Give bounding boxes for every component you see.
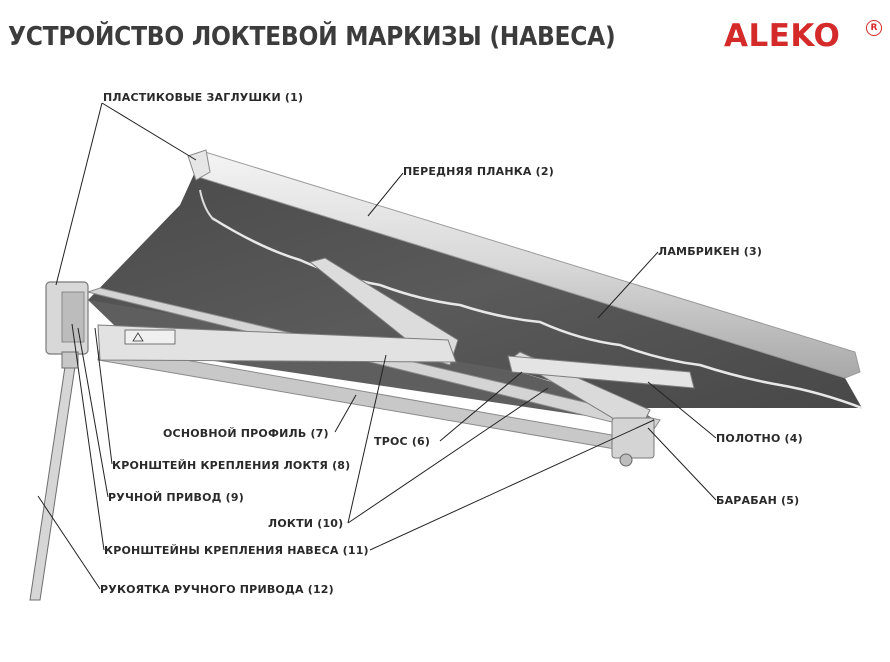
label-cable: ТРОС (6) bbox=[374, 435, 431, 448]
crank-hook bbox=[61, 351, 79, 369]
page-title: УСТРОЙСТВО ЛОКТЕВОЙ МАРКИЗЫ (НАВЕСА) bbox=[8, 22, 616, 52]
label-elbow-bracket: КРОНШТЕЙН КРЕПЛЕНИЯ ЛОКТЯ (8) bbox=[112, 459, 351, 472]
label-fabric: ПОЛОТНО (4) bbox=[716, 432, 803, 445]
leader-lines bbox=[37, 102, 717, 590]
plastic-cap-shape bbox=[187, 149, 211, 181]
leader-3 bbox=[597, 251, 659, 319]
right-wall-bracket bbox=[611, 417, 655, 459]
brand-logo: ALEKO bbox=[724, 18, 841, 54]
leader-11a bbox=[71, 323, 105, 551]
leader-6 bbox=[439, 371, 523, 442]
leader-8 bbox=[94, 327, 113, 465]
leader-5 bbox=[647, 427, 717, 501]
label-awning-brackets: КРОНШТЕЙНЫ КРЕПЛЕНИЯ НАВЕСА (11) bbox=[104, 544, 369, 557]
leader-10a bbox=[347, 354, 387, 524]
label-plastic-caps: ПЛАСТИКОВЫЕ ЗАГЛУШКИ (1) bbox=[103, 91, 304, 104]
warning-triangle bbox=[132, 332, 144, 342]
registered-mark: R bbox=[866, 20, 882, 36]
leader-2 bbox=[367, 172, 404, 217]
label-manual-drive: РУЧНОЙ ПРИВОД (9) bbox=[108, 491, 244, 504]
valance-fold bbox=[199, 189, 215, 221]
leader-1b bbox=[55, 102, 103, 286]
leader-1 bbox=[101, 102, 197, 161]
label-valance: ЛАМБРИКЕН (3) bbox=[658, 245, 763, 258]
label-front-bar: ПЕРЕДНЯЯ ПЛАНКА (2) bbox=[403, 165, 554, 178]
arm-warning-label bbox=[124, 329, 176, 345]
leader-10b bbox=[347, 387, 549, 524]
label-drum: БАРАБАН (5) bbox=[716, 494, 800, 507]
left-arm-lower bbox=[97, 324, 457, 363]
label-elbows: ЛОКТИ (10) bbox=[268, 517, 344, 530]
leader-9 bbox=[77, 327, 109, 498]
leader-4 bbox=[647, 381, 717, 439]
label-main-profile: ОСНОВНОЙ ПРОФИЛЬ (7) bbox=[163, 427, 329, 440]
leader-7 bbox=[334, 394, 357, 433]
drive-gear bbox=[619, 453, 633, 467]
right-arm-lower bbox=[507, 355, 695, 389]
leader-12 bbox=[37, 495, 101, 590]
leader-11b bbox=[369, 419, 655, 551]
crank-handle-shape bbox=[29, 359, 77, 601]
label-handle: РУКОЯТКА РУЧНОГО ПРИВОДА (12) bbox=[100, 583, 334, 596]
